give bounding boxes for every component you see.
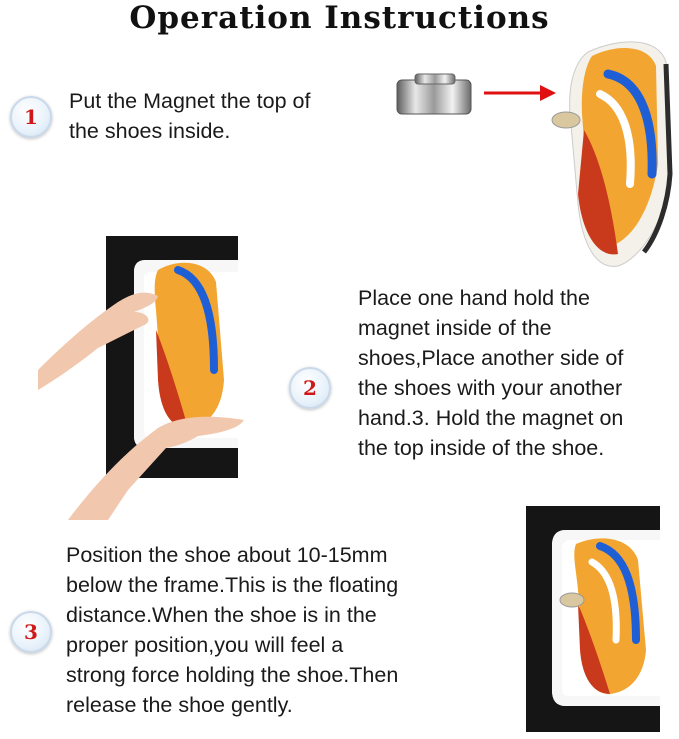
arrow-right-icon	[484, 85, 556, 101]
step-3-text: Position the shoe about 10-15mm below th…	[66, 543, 399, 717]
magnet-icon	[396, 73, 472, 115]
page-title: Operation Instructions	[129, 0, 550, 36]
step-2-number: 2	[303, 376, 317, 400]
step-3-number: 3	[24, 620, 38, 644]
step-1-badge: 1	[10, 96, 52, 138]
step-2-text: Place one hand hold the magnet inside of…	[358, 286, 624, 460]
step-2-badge: 2	[289, 367, 331, 409]
hands-icon	[38, 292, 244, 520]
step-1-number: 1	[24, 105, 38, 129]
step-3-badge: 3	[10, 611, 52, 653]
step-1-text: Put the Magnet the top of the shoes insi…	[69, 89, 311, 143]
shoe-icon	[551, 41, 673, 267]
levitation-frame-icon	[38, 236, 244, 520]
levitation-frame-icon	[526, 506, 660, 732]
